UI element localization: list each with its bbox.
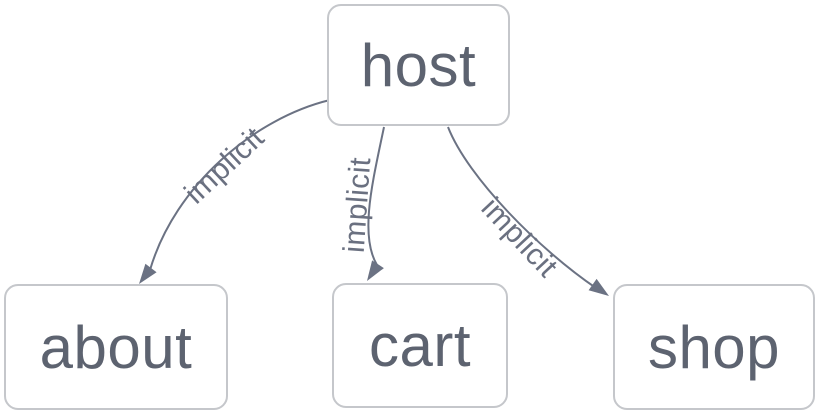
- node-shop: shop: [613, 284, 815, 410]
- node-about-label: about: [39, 313, 193, 381]
- node-about: about: [4, 284, 228, 410]
- node-cart-label: cart: [368, 312, 472, 379]
- node-host: host: [327, 4, 510, 126]
- arrowhead-host-shop-icon: [588, 278, 609, 296]
- arrowhead-host-about-icon: [139, 263, 157, 284]
- edge-host-about: [149, 99, 331, 271]
- edge-label-host-cart: implicit: [337, 156, 378, 254]
- node-shop-label: shop: [647, 313, 781, 381]
- node-host-label: host: [360, 31, 477, 99]
- node-cart: cart: [332, 283, 508, 408]
- arrowhead-host-cart-icon: [367, 260, 384, 281]
- edge-host-shop: [447, 126, 597, 289]
- edge-host-cart: [367, 126, 385, 266]
